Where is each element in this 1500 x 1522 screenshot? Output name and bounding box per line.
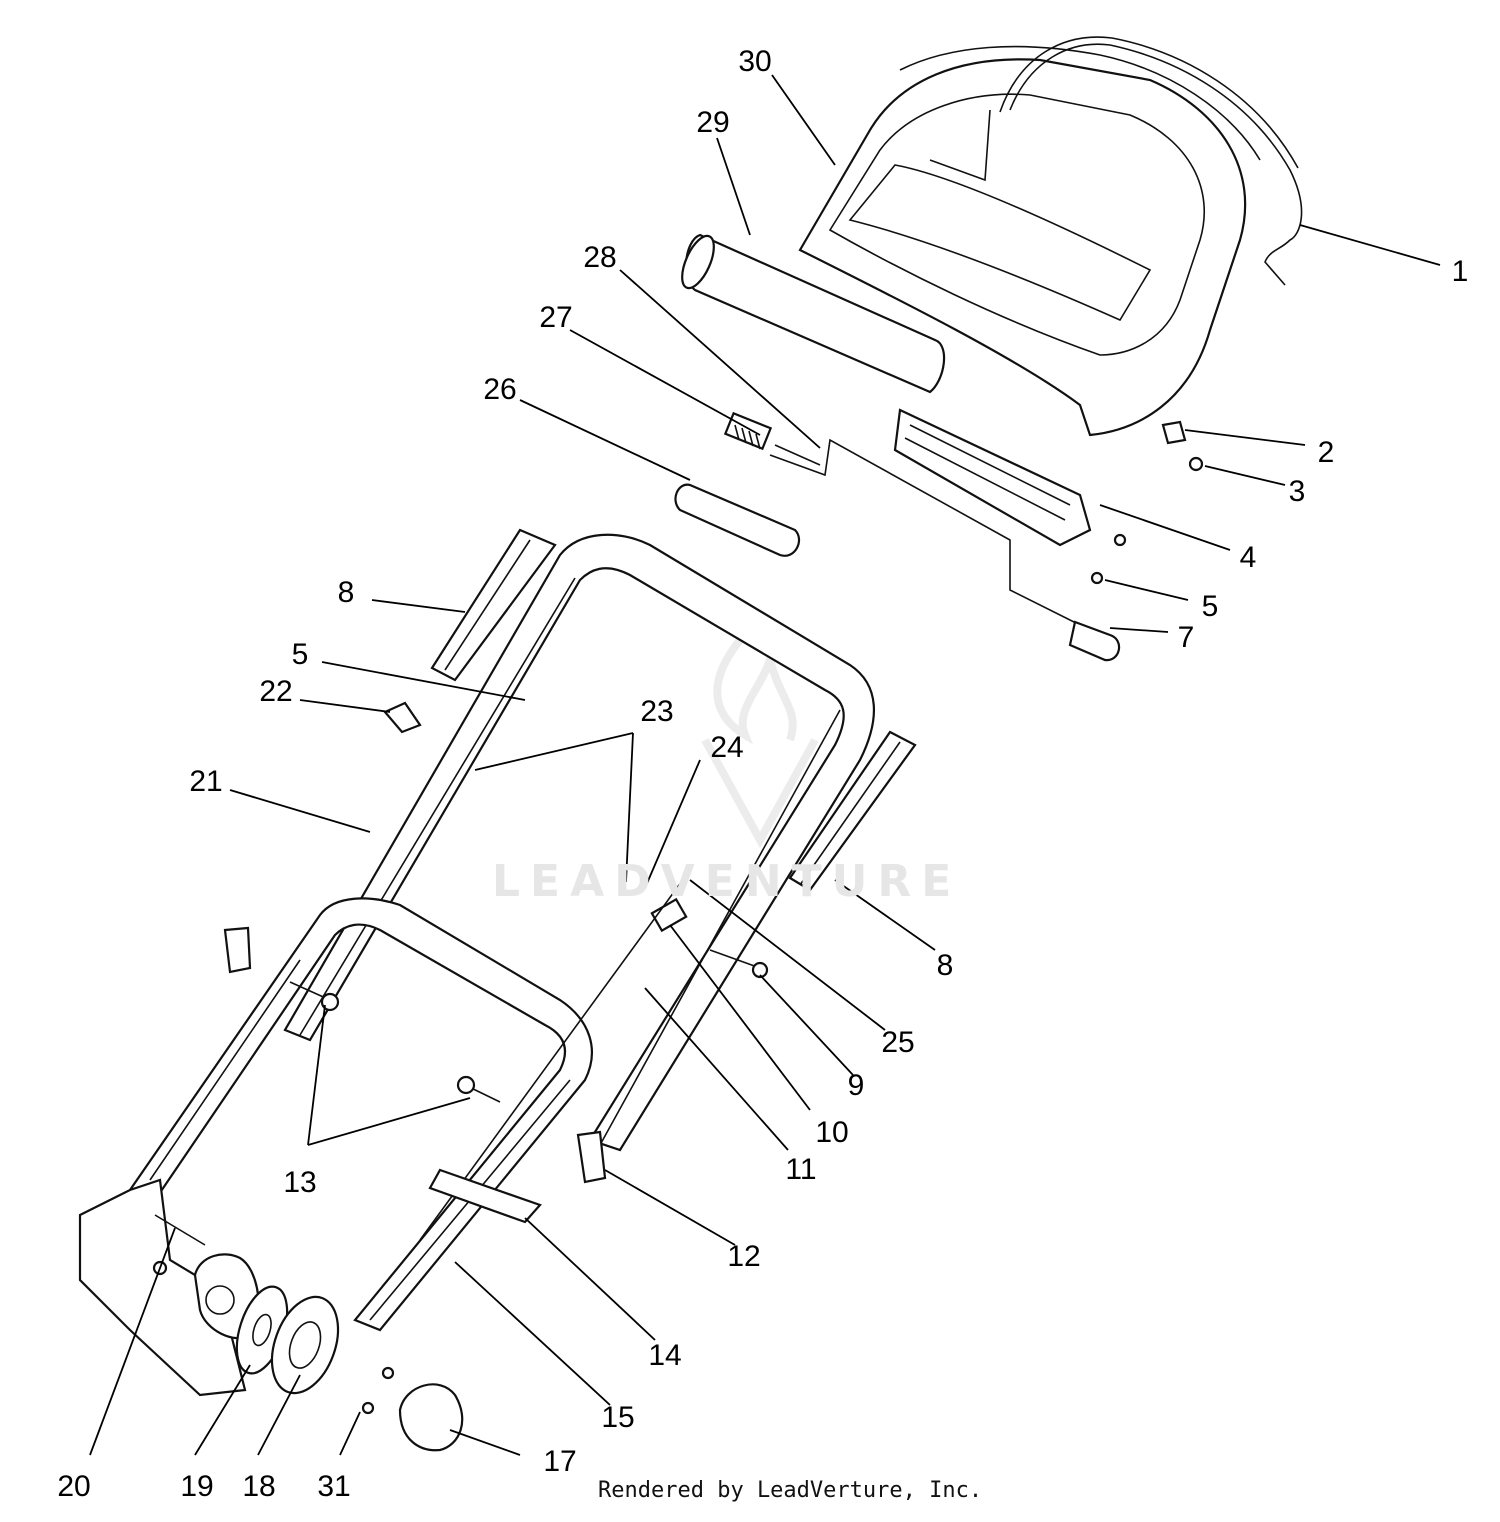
callout-17: 17 bbox=[543, 1445, 577, 1478]
callout-12: 12 bbox=[727, 1240, 761, 1273]
screw-5a bbox=[1113, 533, 1127, 547]
callout-24: 24 bbox=[710, 731, 744, 764]
bolt-13b-head bbox=[456, 1075, 476, 1095]
bolt-13a-head bbox=[320, 992, 340, 1012]
bag-frame bbox=[798, 45, 1261, 437]
callout-23: 23 bbox=[640, 695, 674, 728]
roller-tube bbox=[674, 483, 801, 557]
gear-plate-18 bbox=[270, 1295, 340, 1395]
leader-lines bbox=[89, 74, 1441, 1456]
bolt-9 bbox=[709, 949, 761, 969]
deck-bracket bbox=[78, 1178, 247, 1397]
callout-15: 15 bbox=[601, 1401, 635, 1434]
callout-4: 4 bbox=[1239, 541, 1257, 574]
callout-13: 13 bbox=[283, 1166, 317, 1199]
callout-1: 1 bbox=[1451, 255, 1469, 288]
foam-grip bbox=[681, 233, 946, 394]
bolt-9-head bbox=[751, 961, 769, 979]
grip-left bbox=[430, 528, 557, 682]
knob-22 bbox=[383, 701, 422, 734]
leadventure-flame-logo bbox=[701, 637, 819, 849]
callout-9: 9 bbox=[847, 1069, 865, 1102]
cable-end bbox=[1068, 620, 1121, 662]
bail-wire bbox=[999, 36, 1303, 286]
cable-clip-12 bbox=[576, 1130, 607, 1184]
callout-11: 11 bbox=[785, 1153, 817, 1186]
hinge-bracket bbox=[893, 408, 1092, 547]
callout-28: 28 bbox=[583, 241, 617, 274]
callout-19: 19 bbox=[180, 1470, 214, 1503]
callout-31: 31 bbox=[317, 1470, 351, 1503]
callout-7: 7 bbox=[1177, 621, 1195, 654]
callout-5-right: 5 bbox=[1201, 590, 1219, 623]
upper-handle bbox=[283, 533, 876, 1152]
callout-18: 18 bbox=[242, 1470, 276, 1503]
callout-20: 20 bbox=[57, 1470, 91, 1503]
screw-3 bbox=[1188, 456, 1204, 472]
screw-31a bbox=[381, 1366, 395, 1380]
plate-14 bbox=[428, 1168, 542, 1224]
callout-8-right: 8 bbox=[936, 949, 954, 982]
callout-27: 27 bbox=[539, 301, 573, 334]
callout-3: 3 bbox=[1288, 475, 1306, 508]
watermark-text: LEADVENTURE bbox=[492, 856, 962, 907]
callout-26: 26 bbox=[483, 373, 517, 406]
callout-5-left: 5 bbox=[291, 638, 309, 671]
knob-17 bbox=[398, 1383, 464, 1452]
callout-21: 21 bbox=[189, 765, 223, 798]
bolt-20 bbox=[154, 1214, 206, 1246]
callout-10: 10 bbox=[815, 1116, 849, 1149]
callout-8-left: 8 bbox=[337, 576, 355, 609]
side-clip-left bbox=[223, 926, 252, 974]
callout-2: 2 bbox=[1317, 436, 1335, 469]
callout-30: 30 bbox=[738, 45, 772, 78]
control-rod bbox=[769, 438, 1091, 631]
clip-2 bbox=[1161, 420, 1187, 445]
screw-31b bbox=[361, 1401, 375, 1415]
screw-5b bbox=[1090, 571, 1104, 585]
callout-14: 14 bbox=[648, 1339, 682, 1372]
grip-right bbox=[788, 730, 917, 892]
callout-22: 22 bbox=[259, 675, 293, 708]
callout-29: 29 bbox=[696, 106, 730, 139]
callout-25: 25 bbox=[881, 1026, 915, 1059]
render-credit: Rendered by LeadVerture, Inc. bbox=[598, 1478, 983, 1503]
